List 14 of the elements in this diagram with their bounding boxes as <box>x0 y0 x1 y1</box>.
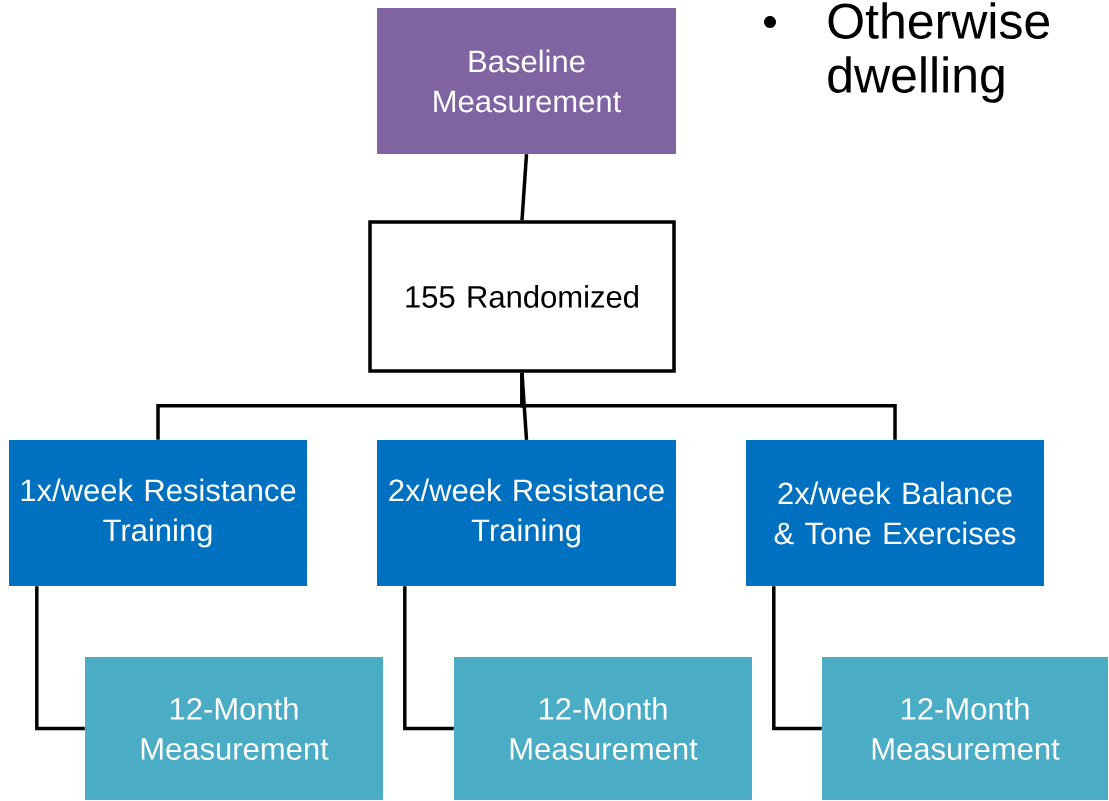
measurement-box: 12-Month Measurement <box>454 657 752 800</box>
group-box: 2x/week Resistance Training <box>377 440 676 586</box>
bullet-text: Otherwise dwelling <box>828 2 1050 103</box>
group-box: 1x/week Resistance Training <box>9 440 307 586</box>
measurement-box: Baseline Measurement <box>377 8 676 154</box>
randomization-box: 155 Randomized <box>368 220 676 373</box>
connector <box>520 372 897 440</box>
measurement-box: 12-Month Measurement <box>822 657 1108 800</box>
connector <box>520 154 529 221</box>
measurement-box: 12-Month Measurement <box>85 657 383 800</box>
connector <box>35 586 85 731</box>
connector <box>772 586 822 731</box>
group-box: 2x/week Balance & Tone Exercises <box>746 440 1044 586</box>
connector <box>403 586 454 731</box>
